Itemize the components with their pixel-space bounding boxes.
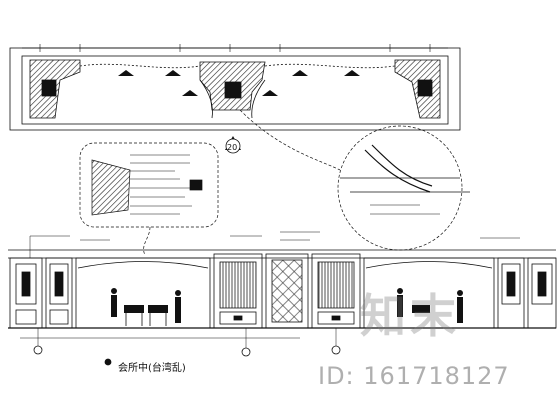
detail-callout-left <box>79 142 219 256</box>
ceiling-plan <box>9 44 461 131</box>
watermark-id: ID: 161718127 <box>318 362 510 390</box>
section-marker: 20 <box>225 136 241 154</box>
watermark-logo: 知末 <box>360 289 460 343</box>
detail-callout-right <box>239 109 470 251</box>
detail-marker-label: 20 <box>227 143 237 152</box>
main-elevation <box>8 231 557 366</box>
elevation-caption: 会所中(台湾乱) <box>118 363 186 374</box>
